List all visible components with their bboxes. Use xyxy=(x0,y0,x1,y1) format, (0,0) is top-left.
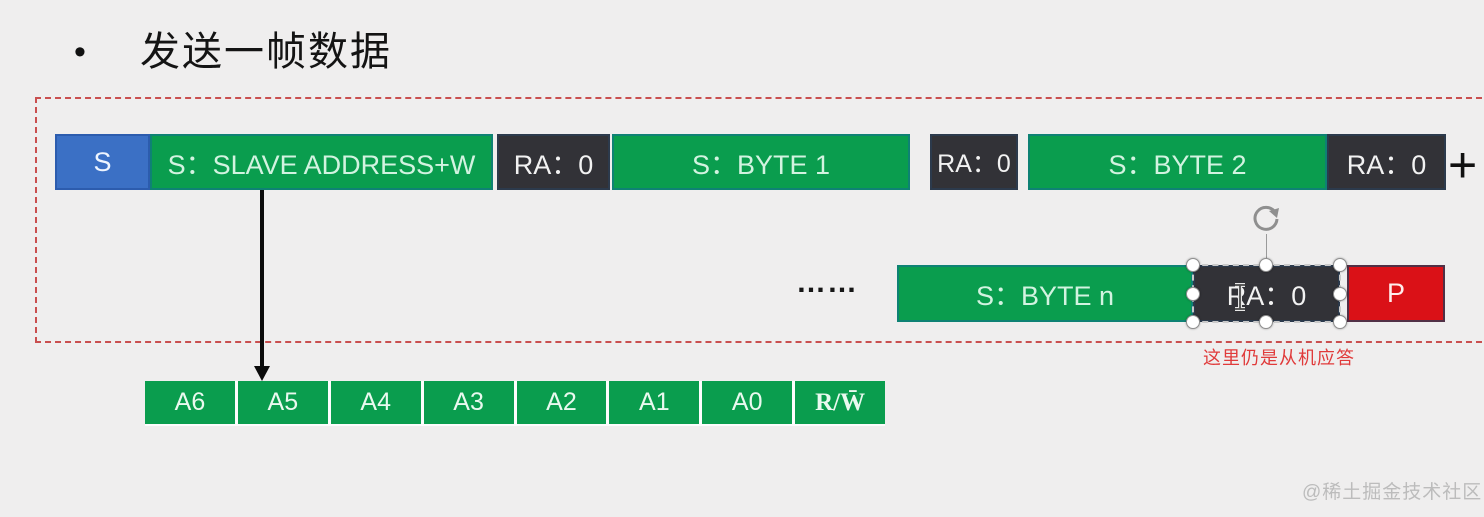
ack-label-3: RA：0 xyxy=(1346,149,1427,180)
text-cursor-icon xyxy=(1235,283,1245,311)
byte2-label: S：BYTE 2 xyxy=(1108,149,1247,180)
selection-handle-top-left[interactable] xyxy=(1186,258,1200,272)
start-condition-label: S xyxy=(93,146,112,177)
ack-label-2: RA：0 xyxy=(937,150,1011,178)
selection-handle-bottom-left[interactable] xyxy=(1186,315,1200,329)
start-condition-block[interactable]: S xyxy=(55,134,150,190)
selection-handle-top-right[interactable] xyxy=(1333,258,1347,272)
bit-block-a2[interactable]: A2 xyxy=(516,381,607,424)
byten-label: S：BYTE n xyxy=(975,281,1115,311)
ack-block-2[interactable]: RA：0 xyxy=(930,134,1018,190)
address-bits-row[interactable]: A6 A5 A4 A3 A2 A1 A0 R/W̄ xyxy=(145,381,885,424)
slave-address-block[interactable]: S：SLAVE ADDRESS+W xyxy=(150,134,493,190)
bit-block-a4[interactable]: A4 xyxy=(330,381,421,424)
byte1-label: S：BYTE 1 xyxy=(691,149,831,180)
ack-block-selected[interactable]: RA：0 xyxy=(1192,264,1341,323)
annotation-note: 这里仍是从机应答 xyxy=(1203,348,1355,368)
ack-block-3[interactable]: RA：0 xyxy=(1327,134,1446,190)
continuation-dots: …… xyxy=(796,266,858,299)
bit-block-rw[interactable]: R/W̄ xyxy=(795,381,885,424)
page-title: 发送一帧数据 xyxy=(140,30,392,74)
plus-sign: + xyxy=(1448,137,1478,193)
stop-condition-label: P xyxy=(1386,278,1405,308)
bit-block-a1[interactable]: A1 xyxy=(609,381,700,424)
bit-block-a5[interactable]: A5 xyxy=(237,381,328,424)
bit-block-a3[interactable]: A3 xyxy=(423,381,514,424)
selection-handle-middle-left[interactable] xyxy=(1186,287,1200,301)
down-arrow-head xyxy=(254,366,270,381)
selection-handle-bottom-right[interactable] xyxy=(1333,315,1347,329)
byten-block[interactable]: S：BYTE n xyxy=(897,265,1193,322)
selection-handle-middle-right[interactable] xyxy=(1333,287,1347,301)
bit-block-a0[interactable]: A0 xyxy=(702,381,793,424)
selection-handle-bottom-middle[interactable] xyxy=(1259,315,1273,329)
selection-handle-top-middle[interactable] xyxy=(1259,258,1273,272)
ack-block-1[interactable]: RA：0 xyxy=(497,134,610,190)
slide-title-row: • 发送一帧数据 xyxy=(0,24,1484,80)
bit-block-a6[interactable]: A6 xyxy=(145,381,235,424)
byte1-block[interactable]: S：BYTE 1 xyxy=(612,134,910,190)
byte2-block[interactable]: S：BYTE 2 xyxy=(1028,134,1327,190)
rotate-handle-stem xyxy=(1266,234,1267,262)
bullet-icon: • xyxy=(74,33,86,71)
frame-dashed-box xyxy=(35,97,1484,343)
ack-label-1: RA：0 xyxy=(513,149,594,180)
rotate-handle-icon[interactable] xyxy=(1249,202,1283,236)
slave-address-label: S：SLAVE ADDRESS+W xyxy=(167,149,476,180)
watermark: @稀土掘金技术社区 xyxy=(1302,482,1483,503)
down-arrow-line xyxy=(260,190,264,370)
stop-condition-block[interactable]: P xyxy=(1347,265,1445,322)
